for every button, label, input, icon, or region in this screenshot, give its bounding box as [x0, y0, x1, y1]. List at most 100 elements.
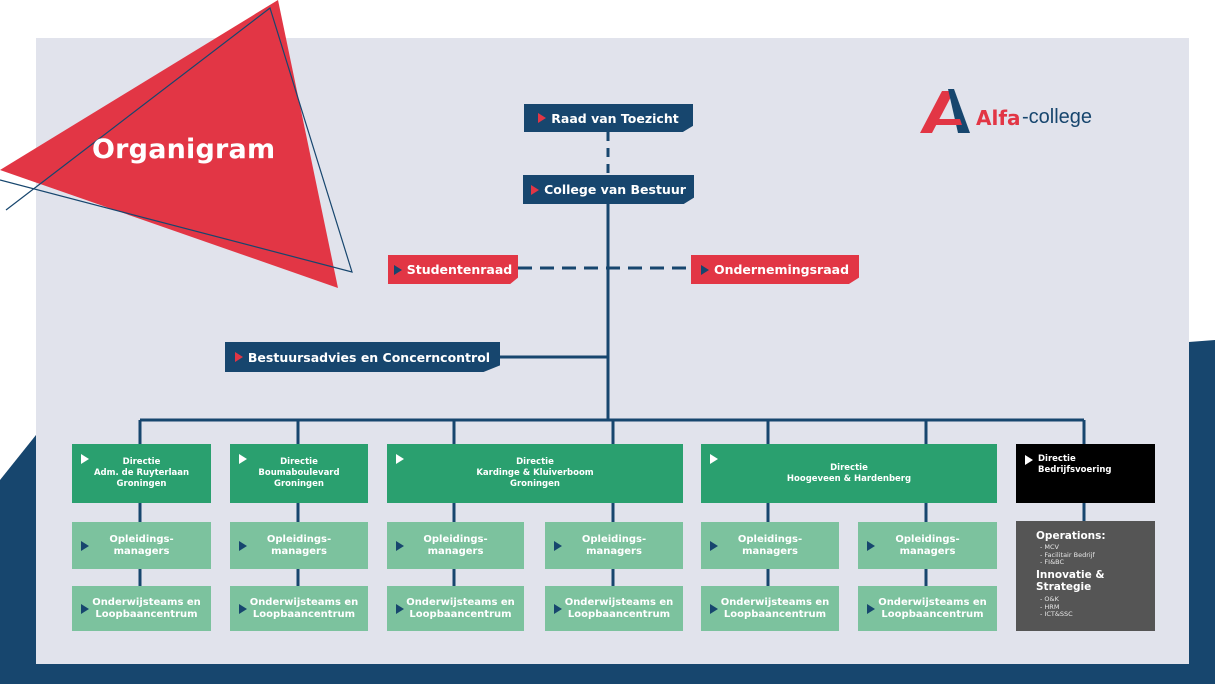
- logo-icon: [920, 89, 970, 133]
- bestuursadvies-box: Bestuursadvies en Concerncontrol: [225, 342, 500, 372]
- directie-label: Directie: [830, 462, 868, 473]
- loopbaancentrum-label: Loopbaancentrum: [723, 608, 827, 620]
- raad-van-toezicht-box: Raad van Toezicht: [524, 104, 693, 132]
- directie-location: Bedrijfsvoering: [1038, 465, 1112, 475]
- loopbaancentrum-label: Loopbaancentrum: [881, 608, 984, 620]
- logo-text-bold: Alfa: [976, 106, 1021, 130]
- arrow-icon: [700, 264, 709, 275]
- loopbaancentrum-label: Loopbaancentrum: [567, 608, 671, 620]
- arrow-icon: [239, 540, 247, 551]
- directie-city: Groningen: [510, 479, 560, 489]
- loopbaancentrum-label: Loopbaancentrum: [409, 608, 512, 620]
- arrow-icon: [239, 603, 247, 614]
- arrow-icon: [867, 540, 875, 551]
- college-van-bestuur-box: College van Bestuur: [523, 175, 694, 204]
- innovatie-item: - ICT&SSC: [1040, 610, 1073, 618]
- directie-hoogeveen-box: Directie Hoogeveen & Hardenberg: [701, 444, 997, 503]
- loopbaancentrum-label: Loopbaancentrum: [95, 608, 198, 620]
- onderwijsteams-label: Onderwijsteams en: [564, 596, 674, 608]
- onderwijsteams-label: Onderwijsteams en: [720, 596, 830, 608]
- managers-label: managers: [742, 545, 798, 557]
- arrow-icon: [710, 454, 718, 464]
- studentenraad-label: Studentenraad: [406, 262, 513, 277]
- arrow-icon: [393, 264, 402, 275]
- loopbaancentrum-label: Loopbaancentrum: [252, 608, 356, 620]
- innovatie-heading: Innovatie & Strategie: [1024, 569, 1105, 593]
- opleidingsmanagers-box-5: Opleidings-managers: [701, 522, 839, 569]
- operations-heading: Operations:: [1024, 530, 1106, 542]
- directie-location: Hoogeveen & Hardenberg: [786, 473, 912, 484]
- innovatie-title-1: Innovatie &: [1036, 569, 1105, 581]
- onderwijsteams-label: Onderwijsteams en: [249, 596, 359, 608]
- onderwijsteams-label: Onderwijsteams en: [878, 596, 987, 608]
- innovatie-items: - O&K - HRM - ICT&SSC: [1040, 595, 1073, 619]
- directie-city: Groningen: [116, 479, 167, 489]
- opleidings-label: Opleidings-: [895, 533, 960, 545]
- arrow-icon: [554, 603, 562, 614]
- ondernemingsraad-box: Ondernemingsraad: [691, 255, 859, 284]
- arrow-icon: [396, 454, 404, 464]
- operations-items: - MCV - Facilitair Bedrijf - FI&BC: [1040, 543, 1095, 567]
- directie-label: Directie: [516, 457, 554, 467]
- operations-item: - MCV: [1040, 543, 1060, 551]
- arrow-icon: [538, 113, 547, 123]
- operations-item: - FI&BC: [1040, 558, 1065, 566]
- opleidings-label: Opleidings-: [737, 533, 803, 545]
- directie-location: Boumaboulevard: [258, 468, 340, 478]
- opleidingsmanagers-box-4: Opleidings-managers: [545, 522, 683, 569]
- opleidings-label: Opleidings-: [581, 533, 647, 545]
- directie-label: Directie: [122, 457, 161, 467]
- opleidings-label: Opleidings-: [109, 533, 174, 545]
- directie-ruyterlaan-box: Directie Adm. de Ruyterlaan Groningen: [72, 444, 211, 503]
- arrow-icon: [81, 454, 89, 464]
- directie-location: Kardinge & Kluiverboom: [476, 468, 594, 478]
- opleidingsmanagers-box-1: Opleidings-managers: [72, 522, 211, 569]
- opleidingsmanagers-box-3: Opleidings-managers: [387, 522, 524, 569]
- opleidings-label: Opleidings-: [423, 533, 488, 545]
- decorative-triangle: [0, 0, 353, 288]
- opleidingsmanagers-box-2: Opleidings-managers: [230, 522, 368, 569]
- raad-van-toezicht-label: Raad van Toezicht: [551, 110, 679, 126]
- college-van-bestuur-label: College van Bestuur: [544, 182, 686, 197]
- arrow-icon: [1025, 455, 1033, 465]
- innovatie-title-2: Strategie: [1036, 581, 1092, 593]
- onderwijsteams-label: Onderwijsteams en: [406, 596, 515, 608]
- arrow-icon: [81, 603, 89, 614]
- arrow-icon: [396, 540, 404, 551]
- arrow-icon: [710, 540, 718, 551]
- bedrijfsvoering-details-box: Operations: - MCV - Facilitair Bedrijf -…: [1016, 521, 1155, 631]
- innovatie-item: - HRM: [1040, 602, 1060, 611]
- ondernemingsraad-label: Ondernemingsraad: [713, 262, 850, 277]
- managers-label: managers: [586, 545, 642, 557]
- arrow-icon: [867, 603, 875, 614]
- arrow-icon: [239, 454, 247, 464]
- arrow-icon: [554, 540, 562, 551]
- bestuursadvies-label: Bestuursadvies en Concerncontrol: [247, 349, 491, 365]
- operations-title: Operations:: [1036, 530, 1106, 542]
- logo-text-light: -college: [1022, 106, 1093, 128]
- studentenraad-box: Studentenraad: [388, 255, 518, 284]
- directie-label: Directie: [1038, 454, 1076, 464]
- arrow-icon: [710, 603, 718, 614]
- arrow-icon: [531, 184, 540, 195]
- directie-location: Adm. de Ruyterlaan: [93, 468, 190, 478]
- managers-label: managers: [271, 545, 327, 557]
- directie-label: Directie: [280, 457, 318, 467]
- managers-label: managers: [899, 545, 956, 557]
- operations-item: - Facilitair Bedrijf: [1040, 550, 1095, 559]
- directie-bedrijfsvoering-box: Directie Bedrijfsvoering: [1016, 444, 1155, 503]
- page-title: Organigram: [92, 134, 276, 165]
- opleidingsmanagers-box-6: Opleidings-managers: [858, 522, 997, 569]
- directie-boumaboulevard-box: Directie Boumaboulevard Groningen: [230, 444, 368, 503]
- arrow-icon: [81, 540, 89, 551]
- arrow-icon: [234, 352, 243, 362]
- directie-kardinge-box: Directie Kardinge & Kluiverboom Groninge…: [387, 444, 683, 503]
- innovatie-item: - O&K: [1040, 595, 1059, 603]
- managers-label: managers: [113, 545, 170, 557]
